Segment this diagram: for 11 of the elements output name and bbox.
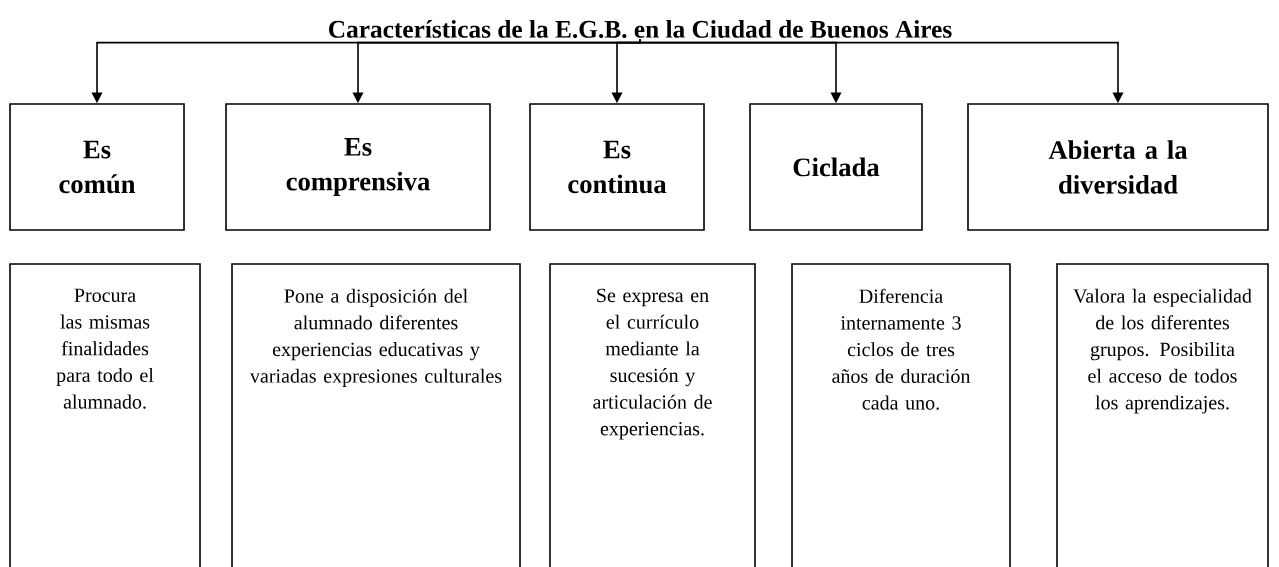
heading-box: Ciclada xyxy=(749,103,923,231)
text-box: Valora la especialidad de los diferentes grupos. Posibilita el acceso de todos los aprendizajes. xyxy=(1056,263,1269,567)
text-box: Pone a disposición del alumnado diferentes experiencias educativas y variadas expresiones culturales xyxy=(231,263,521,567)
text-box: Diferencia internamente 3 ciclos de tres años de duración cada uno. xyxy=(791,263,1011,567)
title: Características de la E.G.B. en la Ciudad de Buenos Aires xyxy=(329,20,952,38)
heading-box: Es continua xyxy=(529,103,705,231)
heading-box: Abierta a la diversidad xyxy=(967,103,1269,231)
text-box: Se expresa en el currículo mediante la sucesión y articulación de experiencias. xyxy=(549,263,756,567)
heading-box: Es comprensiva xyxy=(225,103,491,231)
text-box: Procura las mismas finalidades para todo el alumnado. xyxy=(9,263,201,567)
heading-box: Es común xyxy=(9,103,185,231)
